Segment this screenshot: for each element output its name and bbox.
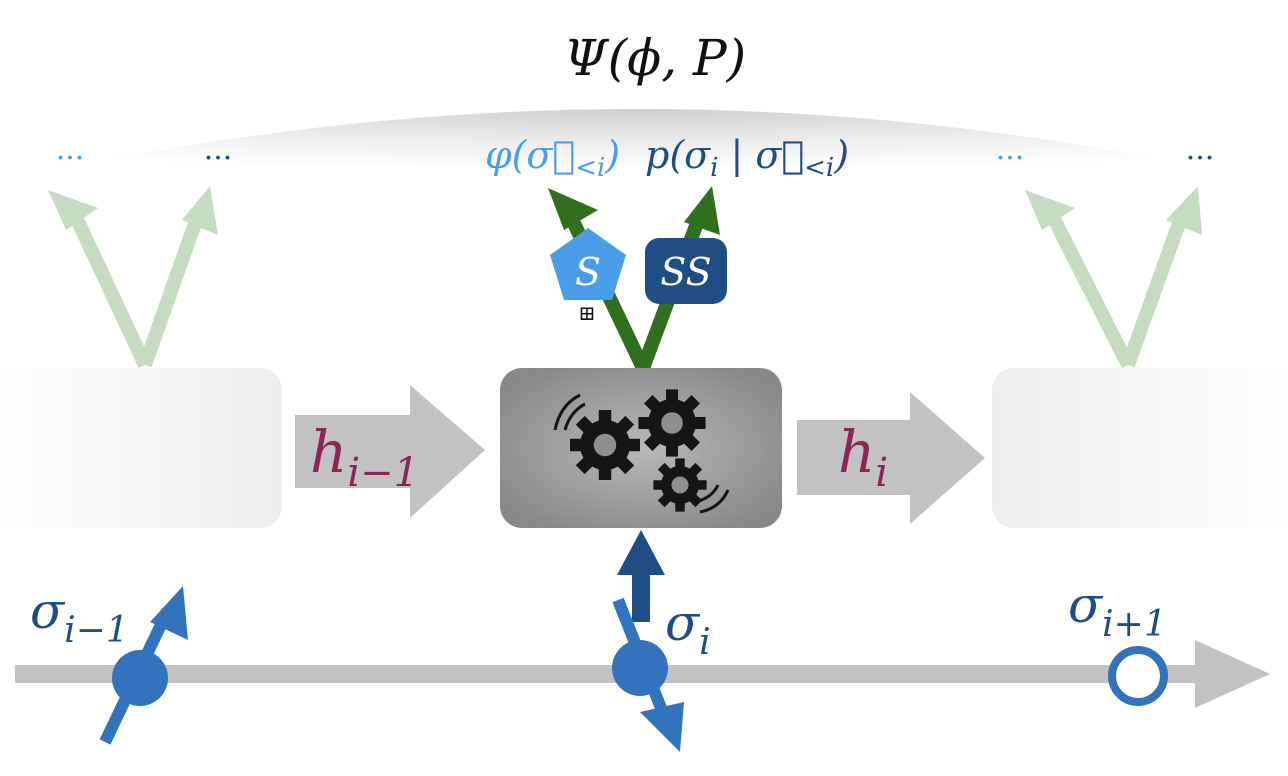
probability-output-label: p(σi | σ⃗<i) [645,133,849,183]
hidden-state-next-label: hi [838,418,888,496]
input-arrow-head [617,530,665,575]
hidden-state-arrow-in [295,385,485,518]
input-arrow-shaft [632,570,650,622]
spin-prev-label: σi−1 [30,582,129,651]
symmetric-badge [550,228,626,300]
spin-next [1108,646,1168,706]
symmetric-badge-label: S [575,250,601,294]
right-output-arrows [1025,186,1202,369]
spin-next-label: σi+1 [1068,576,1167,645]
spin-current-label: σi [665,594,711,663]
plus-box-icon: ⊞ [579,301,596,325]
hidden-state-prev-label: hi−1 [310,418,419,496]
hidden-state-arrow-out [797,392,985,524]
right-phase-dots: ··· [996,141,1025,176]
left-phase-dots: ··· [56,141,85,176]
softmax-badge-label: SS [660,250,711,294]
wavefunction-dome [20,109,1250,185]
spin-current [612,597,684,752]
gears-icon [553,389,730,514]
spin-chain-axis [15,665,1210,683]
phase-output-label: φ(σ⃗<i) [485,133,620,183]
next-rnn-cell [992,368,1288,528]
wavefunction-title: Ψ(ϕ, P) [564,29,746,87]
left-output-arrows [48,186,218,368]
rnn-cell [500,368,782,528]
right-prob-dots: ··· [1186,141,1215,176]
spin-chain-axis-arrowhead [1195,640,1270,708]
spin-prev [99,586,188,745]
left-prob-dots: ··· [204,141,233,176]
softmax-badge [645,238,727,304]
previous-rnn-cell [0,368,282,528]
